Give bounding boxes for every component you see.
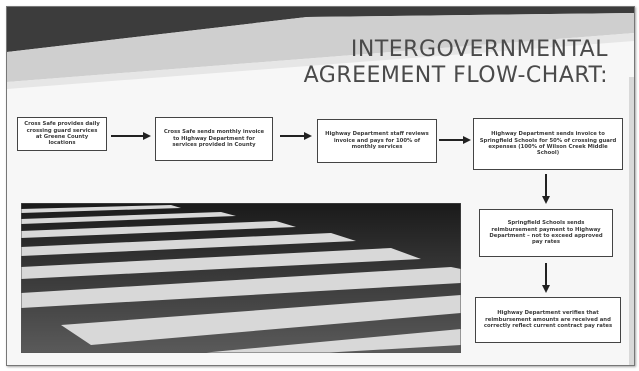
flow-step-6: Highway Department verifies that reimbur…: [475, 297, 621, 343]
arrow-right-icon: [439, 136, 471, 144]
arrow-right-icon: [280, 132, 312, 140]
arrow-right-icon: [111, 132, 151, 140]
header-banner: [7, 7, 634, 89]
crosswalk-photo: [21, 203, 461, 353]
flow-step-1: Cross Safe provides daily crossing guard…: [17, 117, 107, 151]
flow-step-5: Springfield Schools sends reimbursement …: [479, 209, 613, 257]
scan-edge: [629, 77, 634, 365]
title-line-2: AGREEMENT FLOW-CHART:: [303, 63, 608, 88]
slide: INTERGOVERNMENTAL AGREEMENT FLOW-CHART: …: [6, 6, 635, 366]
arrow-down-icon: [542, 174, 550, 204]
flow-step-3: Highway Department staff reviews invoice…: [317, 119, 437, 163]
flow-step-2: Cross Safe sends monthly invoice to High…: [155, 117, 273, 161]
slide-title: INTERGOVERNMENTAL AGREEMENT FLOW-CHART:: [228, 37, 608, 89]
title-line-1: INTERGOVERNMENTAL: [350, 37, 608, 62]
flow-step-4: Highway Department sends invoice to Spri…: [473, 118, 623, 170]
arrow-down-icon: [542, 263, 550, 293]
